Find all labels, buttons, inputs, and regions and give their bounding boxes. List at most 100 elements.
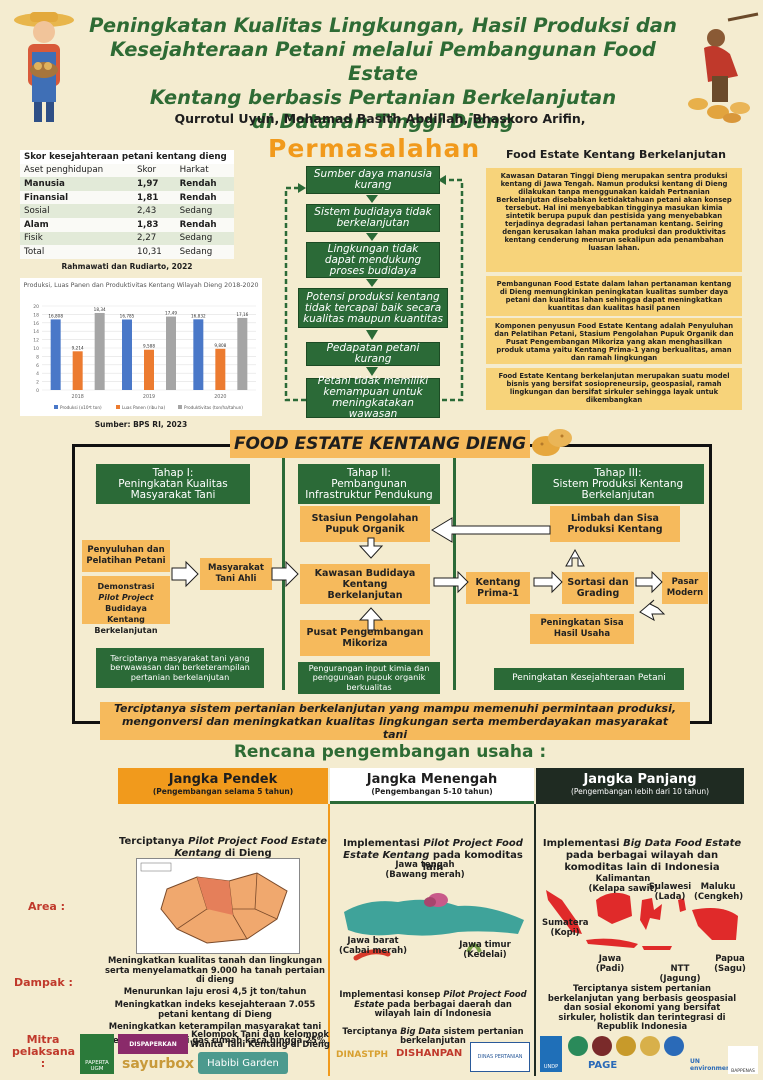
dampak-pre: Implementasi konsep <box>339 989 444 999</box>
problem-step-2: Sistem budidaya tidak berkelanjutan <box>306 204 440 232</box>
indo-label-sulawesi: Sulawesi(Lada) <box>648 882 692 902</box>
cell-aset: Manusia <box>24 178 65 189</box>
chart-y-tick: 10 <box>33 346 39 352</box>
indo-crop: (Kopi) <box>550 928 580 938</box>
cell-harkat: Sedang <box>179 233 213 244</box>
chart-bar <box>72 351 83 390</box>
chart-legend-swatch <box>116 405 120 409</box>
dampak-post: pada berbagai daerah dan wilayah lain di… <box>374 998 512 1018</box>
goal-post: pada berbagai wilayah dan komoditas lain… <box>564 850 720 873</box>
tahap-3-label: Tahap III: <box>594 466 642 479</box>
jangka-pendek-goal: Terciptanya Pilot Project Food Estate Ke… <box>118 836 328 860</box>
jangka-pendek-sub: (Pengembangan selama 5 tahun) <box>152 787 294 796</box>
mitra-label: Mitra pelaksana : <box>12 1033 76 1070</box>
chart-y-tick: 6 <box>36 363 39 369</box>
cell-aset: Finansial <box>24 192 69 203</box>
dampak-item: Implementasi konsep Pilot Project Food E… <box>338 989 528 1019</box>
potato-icon <box>530 424 574 460</box>
indo-label-sumatera: Sumatera(Kopi) <box>542 918 589 938</box>
outcome-tahap-1: Terciptanya masyarakat tani yang berwawa… <box>96 648 264 688</box>
jangka-panjang-sub: (Pengembangan lebih dari 10 tahun) <box>570 787 710 796</box>
conclusion-text: Terciptanya sistem pertanian berkelanjut… <box>113 701 677 741</box>
chart-bar <box>144 349 154 390</box>
indo-label-maluku: Maluku(Cengkeh) <box>694 882 743 902</box>
tahap-1-label: Tahap I: <box>152 466 194 479</box>
title-line: di Dataran Tinggi Dieng <box>252 110 514 133</box>
java-name: Jawa timur <box>459 940 511 950</box>
permasalahan-heading: Permasalahan <box>268 134 481 163</box>
indo-name: Papua <box>715 954 745 964</box>
pasar-box: Pasar Modern <box>662 572 708 604</box>
potato-farmer-illustration <box>668 12 760 124</box>
java-label-timur: Jawa timur(Kedelai) <box>452 940 518 960</box>
goal-italic: Pilot Project Food Estate Kentang <box>174 836 327 859</box>
cell-harkat: Rendah <box>179 178 217 189</box>
chart-data-label: 18,34 <box>94 307 106 312</box>
cell-skor: 10,31 <box>136 246 162 257</box>
logo-habibi: Habibi Garden <box>198 1052 288 1074</box>
logo-sayurbox: sayurbox <box>122 1056 195 1072</box>
java-map <box>344 893 524 961</box>
info-paragraph-2: Pembangunan Food Estate dalam lahan pert… <box>486 276 742 316</box>
java-label-barat: Jawa barat(Cabai merah) <box>338 936 408 956</box>
problem-step-3: Lingkungan tidak dapat mendukung proses … <box>306 242 440 278</box>
dampak-post: sistem pertanian berkelanjutan <box>400 1025 524 1045</box>
goal-pre: Implementasi <box>542 838 624 849</box>
tahap-1-header: Tahap I: Peningkatan Kualitas Masyarakat… <box>96 464 250 504</box>
pusat-box: Pusat Pengembangan Mikoriza <box>300 620 430 656</box>
title-line: Kentang berbasis Pertanian Berkelanjutan <box>149 86 617 109</box>
cell-harkat: Rendah <box>179 192 217 203</box>
logo-bappenas-text: BAPPENAS <box>731 1069 755 1074</box>
chart-y-tick: 2 <box>36 380 39 386</box>
jangka-menengah-sub: (Pengembangan 5-10 tahun) <box>371 787 493 796</box>
indo-name: Kalimantan <box>595 874 651 884</box>
cell-harkat: Rendah <box>179 219 217 230</box>
welfare-table-title: Skor kesejahteraan petani kentang dieng <box>24 151 227 162</box>
chart-x-tick: 2018 <box>72 394 84 400</box>
cell-skor: 2,27 <box>136 233 157 244</box>
chart-legend-label: Luas Panen (ribu ha) <box>122 405 165 410</box>
logo-dinastph: DINASTPH <box>336 1050 389 1060</box>
cell-skor: 2,43 <box>136 206 157 217</box>
kawasan-box: Kawasan Budidaya Kentang Berkelanjutan <box>300 564 430 604</box>
page-title: Peningkatan Kualitas Lingkungan, Hasil P… <box>88 14 678 134</box>
chart-bar <box>122 319 132 390</box>
java-name: Jawa barat <box>347 936 399 946</box>
dampak-label: Dampak : <box>14 976 73 989</box>
chart-bar <box>237 317 248 390</box>
goal-post: di Dieng <box>221 848 272 859</box>
chart-legend-label: Produktivitas (ton/ha/tahun) <box>184 405 243 410</box>
problem-step-1: Sumber daya manusia kurang <box>306 166 440 194</box>
indo-label-jawa: Jawa(Padi) <box>590 954 630 974</box>
col-header: Skor <box>136 165 157 176</box>
logo-habibi-text: Habibi Garden <box>207 1057 279 1069</box>
chart-bar <box>193 319 204 390</box>
cell-aset: Total <box>24 246 45 257</box>
logo-dispaperkan-text: DISPAPERKAN <box>129 1040 177 1048</box>
chart-y-tick: 0 <box>36 388 39 394</box>
tahap-3-title: Sistem Produksi Kentang Berkelanjutan <box>552 477 684 501</box>
indo-name: Sumatera <box>542 918 589 928</box>
cell-skor: 1,81 <box>136 192 159 203</box>
logo-page: PAGE <box>588 1060 618 1071</box>
area-label: Area : <box>28 900 66 913</box>
welfare-table-panel: Skor kesejahteraan petani kentang dieng … <box>20 150 234 271</box>
chart-data-label: 17,49 <box>165 311 177 316</box>
tahap-2-title: Pembangunan Infrastruktur Pendukung <box>305 477 433 501</box>
chart-title: Produksi, Luas Panen dan Produktivitas K… <box>24 282 259 289</box>
indo-label-kalimantan: Kalimantan(Kelapa sawit) <box>588 874 658 894</box>
logo-bappenas: BAPPENAS <box>728 1046 758 1074</box>
demonstrasi-pre: Demonstrasi <box>97 582 155 591</box>
info-paragraph-3: Komponen penyusun Food Estate Kentang ad… <box>486 318 742 364</box>
logo-emblems <box>566 1034 684 1058</box>
col-header: Harkat <box>179 165 209 176</box>
framework-conclusion: Terciptanya sistem pertanian berkelanjut… <box>100 701 690 741</box>
dampak-item: Meningkatkan kualitas tanah dan lingkung… <box>105 955 325 984</box>
chart-y-tick: 12 <box>33 338 39 344</box>
indo-name: Maluku <box>700 882 736 892</box>
problem-step-6: Petani tidak memiliki kemampuan untuk me… <box>306 376 440 420</box>
indo-name: Sulawesi <box>648 882 692 892</box>
dampak-panjang: Terciptanya sistem pertanian berkelanjut… <box>547 983 737 1031</box>
welfare-table-source: Rahmawati dan Rudiarto, 2022 <box>61 261 193 271</box>
logo-dishanpan: DISHANPAN <box>396 1048 463 1059</box>
